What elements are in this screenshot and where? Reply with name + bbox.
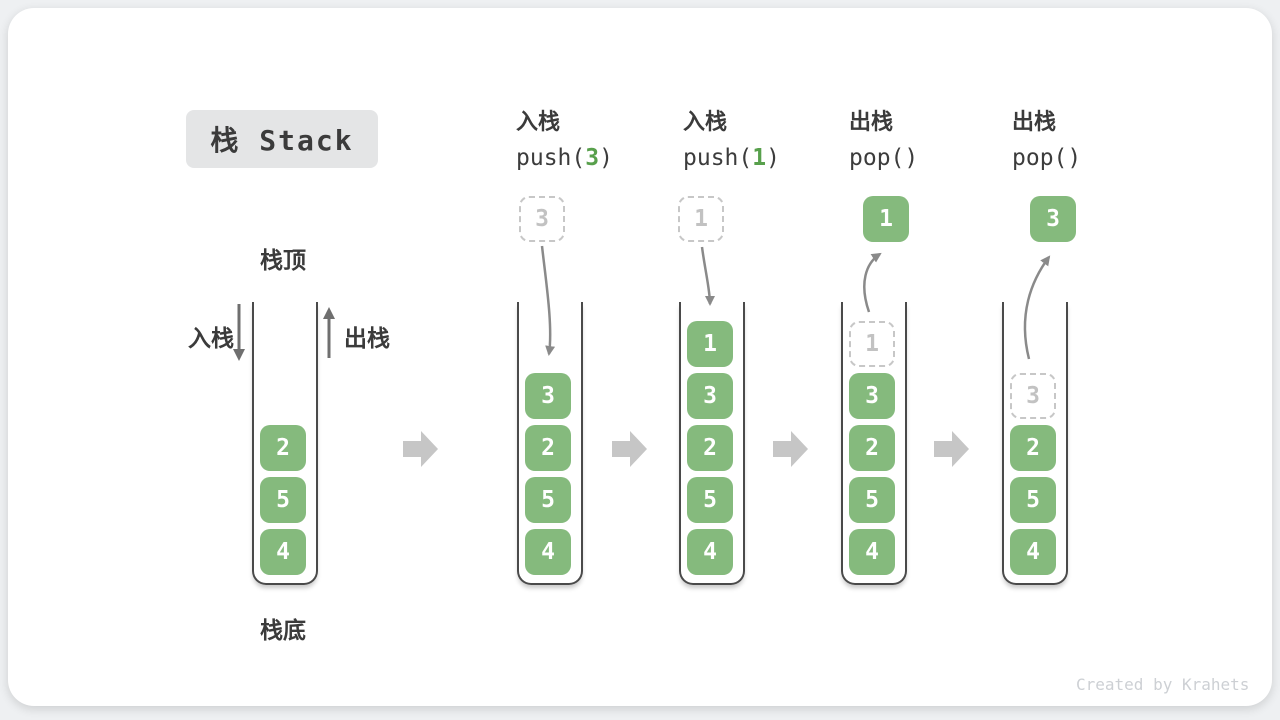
stack-item: 3 [687,373,733,419]
stack-bottom-label: 栈底 [260,617,306,643]
op-name: 出栈 [849,109,894,134]
stack-item: 4 [849,529,895,575]
stack-item: 5 [849,477,895,523]
stack-item: 4 [525,529,571,575]
op-arg: 3 [585,145,600,171]
stack-container-1: 2 5 4 [252,302,318,585]
op-header-push3: 入栈 push(3) [516,103,613,177]
stack-item: 4 [1010,529,1056,575]
stack-item: 5 [1010,477,1056,523]
stack-container-3: 1 3 2 5 4 [679,302,745,585]
floating-item-ghost: 3 [519,196,565,242]
stack-item-ghost: 3 [1010,373,1056,419]
stack-item: 5 [687,477,733,523]
floating-item: 1 [863,196,909,242]
op-code: push(1) [683,145,780,171]
op-code: push(3) [516,145,613,171]
stack-item: 2 [687,425,733,471]
op-name: 入栈 [516,109,561,134]
stack-item-ghost: 1 [849,321,895,367]
stack-top-label: 栈顶 [260,247,306,273]
op-arg: 1 [752,145,767,171]
op-code: pop() [1012,145,1082,171]
stack-item: 2 [525,425,571,471]
op-header-pop1: 出栈 pop() [849,103,918,177]
title-badge: 栈 Stack [186,110,378,168]
stack-item: 3 [525,373,571,419]
stack-item: 2 [1010,425,1056,471]
footer-credit: Created by Krahets [1076,675,1250,694]
stack-item: 2 [849,425,895,471]
op-header-push1: 入栈 push(1) [683,103,780,177]
pop-label: 出栈 [344,325,390,351]
stack-container-4: 1 3 2 5 4 [841,302,907,585]
stack-item: 4 [687,529,733,575]
floating-item: 3 [1030,196,1076,242]
push-label: 入栈 [188,325,234,351]
floating-item-ghost: 1 [678,196,724,242]
op-name: 出栈 [1012,109,1057,134]
stack-item: 3 [849,373,895,419]
stack-container-5: 3 2 5 4 [1002,302,1068,585]
stack-container-2: 3 2 5 4 [517,302,583,585]
stack-item: 2 [260,425,306,471]
title-text: 栈 Stack [210,124,354,157]
op-code: pop() [849,145,919,171]
stack-item: 1 [687,321,733,367]
stack-item: 5 [525,477,571,523]
stack-item: 4 [260,529,306,575]
stack-item: 5 [260,477,306,523]
op-name: 入栈 [683,109,728,134]
op-header-pop2: 出栈 pop() [1012,103,1081,177]
